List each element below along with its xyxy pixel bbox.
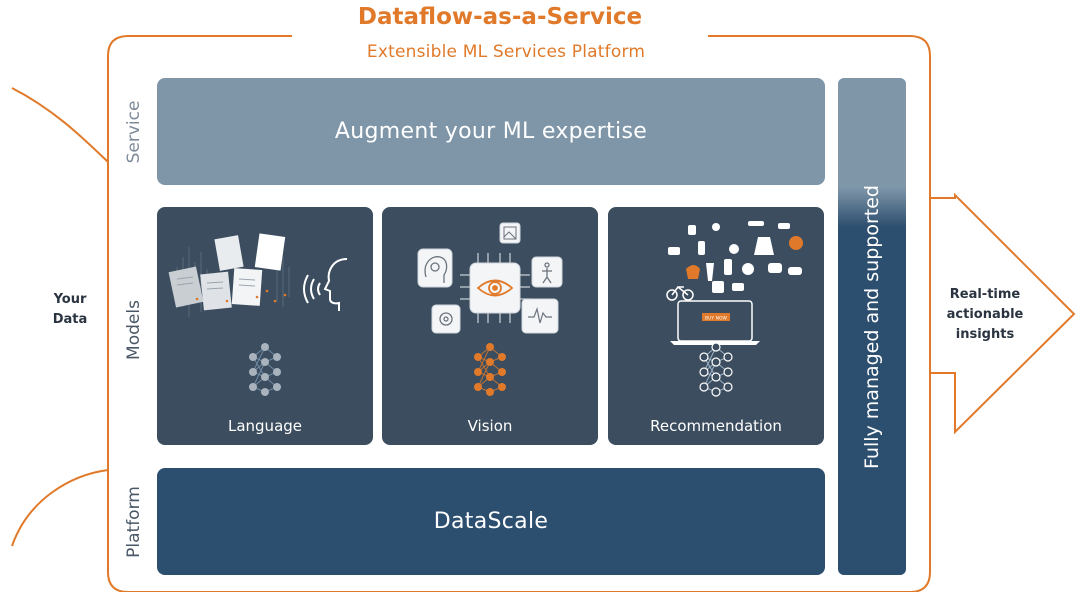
neural-network-icon	[477, 346, 503, 393]
service-text: Augment your ML expertise	[334, 119, 648, 144]
your-data-label: Your Data	[40, 290, 100, 330]
insights-line2: actionable	[946, 307, 1024, 322]
buy-now-label: BUY NOW	[705, 316, 727, 322]
managed-bar	[838, 78, 906, 575]
vision-illustration	[417, 222, 563, 396]
model-name-vision: Vision	[467, 417, 513, 435]
recommendation-illustration: BUY NOW	[666, 221, 803, 397]
image-icon	[503, 226, 517, 240]
your-data-line2: Data	[52, 312, 88, 327]
output-arrow	[931, 192, 1076, 435]
buy-now-button: BUY NOW	[702, 313, 730, 322]
service-layer-label: Service	[124, 100, 144, 164]
platform-layer-label: Platform	[124, 486, 144, 558]
product-icons	[668, 221, 803, 293]
input-curve-bottom	[11, 469, 109, 547]
laptop-icon	[670, 300, 760, 345]
insights-line3: insights	[955, 327, 1015, 342]
insights-line1: Real-time	[949, 287, 1021, 302]
document-icon	[168, 233, 287, 311]
platform-frame	[107, 35, 931, 592]
diagram-subtitle: Extensible ML Services Platform	[250, 42, 762, 62]
model-name-recommendation: Recommendation	[650, 417, 782, 435]
waveform-icon	[528, 306, 552, 324]
your-data-line1: Your	[53, 292, 87, 307]
input-curve-top	[11, 87, 109, 163]
model-card-language: Language	[157, 207, 373, 445]
insights-label: Real-time actionable insights	[930, 285, 1040, 345]
managed-text: Fully managed and supported	[861, 185, 883, 469]
platform-bar: DataScale	[157, 468, 825, 575]
service-bar: Augment your ML expertise	[157, 78, 825, 185]
diagram-title: Dataflow-as-a-Service	[290, 4, 710, 30]
models-layer-label: Models	[124, 300, 144, 360]
language-illustration	[168, 233, 348, 396]
eye-icon	[476, 279, 514, 297]
head-gear-icon	[424, 256, 448, 283]
pedestrian-icon	[542, 262, 552, 284]
platform-text: DataScale	[433, 509, 549, 534]
model-card-recommendation: BUY NOW Recommendation	[608, 207, 824, 445]
gear-icon	[439, 312, 453, 326]
bicycle-icon	[666, 285, 694, 301]
model-card-vision: Vision	[382, 207, 598, 445]
model-name-language: Language	[227, 417, 303, 435]
neural-network-icon	[252, 346, 278, 393]
speaking-head-icon	[303, 258, 348, 311]
